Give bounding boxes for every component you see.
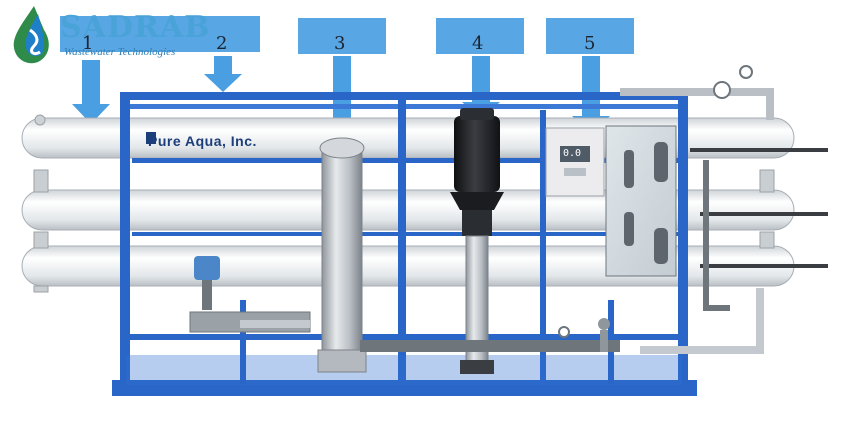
panel-display-value: 0.0 (563, 148, 582, 159)
brand-icon (146, 132, 156, 144)
pressure-gauge-icon (713, 81, 731, 99)
callout-box-5 (546, 18, 634, 54)
callout-label-4: 4 (472, 33, 484, 54)
outlet-piping (620, 88, 828, 354)
panel-display (560, 146, 590, 162)
callout-boxes (60, 16, 634, 54)
logo-tagline: Wastewater Technologies (64, 46, 176, 58)
callout-box-4 (436, 18, 524, 54)
callout-box-1-2 (60, 16, 260, 52)
high-pressure-pump (450, 108, 504, 374)
logo-name: SADRAB (60, 10, 211, 45)
vessel-brand-label: Pure Aqua, Inc. (148, 133, 257, 149)
sadrab-logo (13, 6, 49, 64)
cartridge-filter-housing (317, 137, 367, 373)
lower-manifold (360, 318, 620, 352)
callout-label-2: 2 (216, 33, 228, 54)
pressure-gauge-icon (739, 65, 753, 79)
callout-label-1: 1 (82, 33, 94, 54)
pressure-gauge-icon (558, 326, 570, 338)
control-panel (545, 127, 605, 197)
flow-meter-panel (605, 125, 677, 277)
arrow-2 (204, 56, 242, 92)
callout-label-3: 3 (334, 33, 346, 54)
feed-valve-assembly (189, 256, 311, 333)
callout-box-3 (298, 18, 386, 54)
vessel-middle (21, 189, 795, 231)
callout-label-5: 5 (584, 33, 596, 54)
arrow-1 (72, 60, 110, 124)
